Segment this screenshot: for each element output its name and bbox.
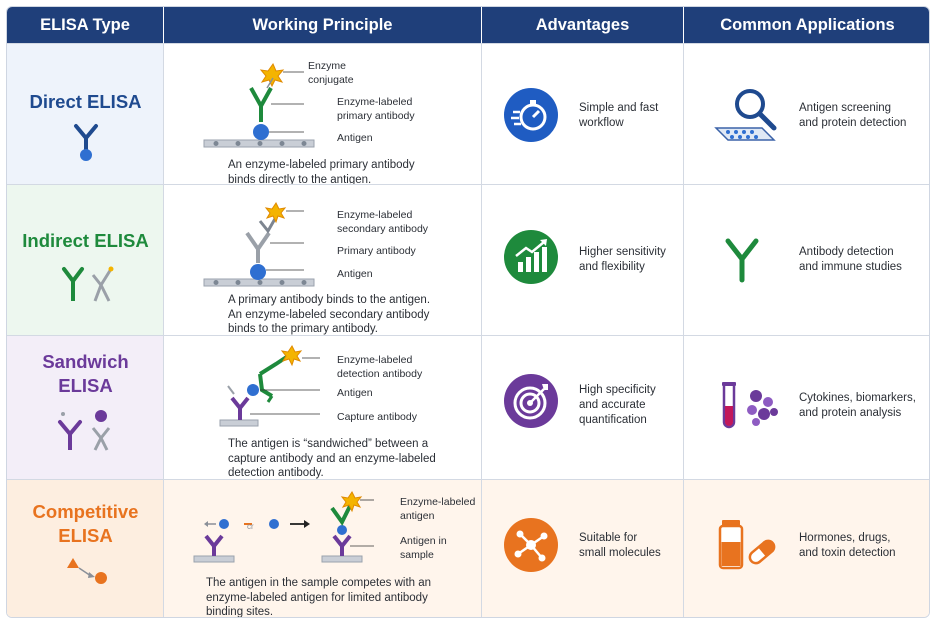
advantage-cell-direct: Simple and fast workflow bbox=[482, 44, 684, 184]
label-enzyme: Enzyme bbox=[308, 60, 346, 72]
advantage-cell-indirect: Higher sensitivity and flexibility bbox=[482, 185, 684, 335]
description-sandwich: The antigen is “sandwiched” between a ca… bbox=[228, 438, 436, 479]
competitive-elisa-diagram: cr bbox=[193, 491, 374, 563]
label-secondary-antibody: secondary antibody bbox=[337, 223, 429, 235]
indirect-elisa-diagram bbox=[203, 202, 315, 287]
label-antigen: antigen bbox=[400, 510, 435, 522]
advantage-cell-competitive: Suitable for small molecules bbox=[482, 480, 684, 617]
label-enzyme-labeled: Enzyme-labeled bbox=[337, 96, 413, 108]
type-cell-competitive: Competitive ELISA bbox=[7, 480, 164, 617]
sandwich-antibody-icon bbox=[58, 410, 111, 451]
description-competitive: The antigen in the sample competes with … bbox=[206, 577, 432, 618]
stopwatch-icon bbox=[504, 88, 558, 142]
table-header: ELISA Type Working Principle Advantages … bbox=[7, 7, 929, 43]
growth-chart-icon bbox=[504, 230, 558, 284]
label-sample: sample bbox=[400, 549, 434, 561]
advantage-text-indirect: Higher sensitivity and flexibility bbox=[579, 246, 666, 273]
advantage-cell-sandwich: High specificity and accurate quantifica… bbox=[482, 336, 684, 479]
antibody-pair-icon bbox=[62, 266, 114, 302]
type-name-direct: Direct ELISA bbox=[29, 91, 142, 112]
type-name-competitive-line1: Competitive bbox=[32, 501, 139, 522]
application-cell-direct: Antigen screening and protein detection bbox=[684, 44, 929, 184]
application-text-indirect: Antibody detection and immune studies bbox=[799, 246, 902, 273]
type-cell-sandwich: Sandwich ELISA bbox=[7, 336, 164, 479]
header-working-principle: Working Principle bbox=[164, 7, 482, 43]
type-name-competitive-line2: ELISA bbox=[58, 525, 113, 546]
principle-cell-sandwich: Enzyme-labeled detection antibody Antige… bbox=[164, 336, 482, 479]
label-primary-antibody: Primary antibody bbox=[337, 245, 416, 257]
principle-cell-indirect: Enzyme-labeled secondary antibody Primar… bbox=[164, 185, 482, 335]
table-row-sandwich: Sandwich ELISA bbox=[7, 335, 929, 479]
label-detection-antibody: detection antibody bbox=[337, 368, 423, 380]
label-antigen: Antigen bbox=[337, 268, 373, 280]
sandwich-elisa-diagram bbox=[219, 345, 320, 427]
advantage-text-competitive: Suitable for small molecules bbox=[579, 532, 661, 559]
label-antigen-in: Antigen in bbox=[400, 535, 447, 547]
antibody-icon bbox=[725, 238, 759, 283]
label-capture-antibody: Capture antibody bbox=[337, 411, 417, 423]
type-name-indirect: Indirect ELISA bbox=[22, 230, 149, 251]
advantage-text-direct: Simple and fast workflow bbox=[579, 102, 659, 129]
svg-text:cr: cr bbox=[247, 522, 254, 531]
application-cell-competitive: Hormones, drugs, and toxin detection bbox=[684, 480, 929, 617]
label-conjugate: conjugate bbox=[308, 74, 354, 86]
label-enzyme-labeled: Enzyme-labeled bbox=[337, 209, 413, 221]
label-primary-antibody: primary antibody bbox=[337, 110, 415, 122]
type-name-sandwich-line2: ELISA bbox=[58, 375, 113, 396]
header-common-applications: Common Applications bbox=[720, 15, 895, 34]
application-cell-sandwich: Cytokines, biomarkers, and protein analy… bbox=[684, 336, 929, 479]
type-cell-direct: Direct ELISA bbox=[7, 44, 164, 184]
test-tube-molecules-icon bbox=[722, 382, 778, 429]
direct-elisa-diagram bbox=[203, 62, 315, 148]
application-text-competitive: Hormones, drugs, and toxin detection bbox=[799, 532, 896, 559]
target-icon bbox=[504, 374, 558, 428]
description-direct: An enzyme-labeled primary antibody binds… bbox=[228, 159, 415, 186]
label-antigen: Antigen bbox=[337, 132, 373, 144]
table-row-direct: Direct ELISA Enzyme bbox=[7, 43, 929, 186]
type-cell-indirect: Indirect ELISA bbox=[7, 185, 164, 335]
header-advantages: Advantages bbox=[482, 7, 684, 43]
application-text-sandwich: Cytokines, biomarkers, and protein analy… bbox=[799, 392, 916, 419]
label-enzyme-labeled: Enzyme-labeled bbox=[337, 354, 413, 366]
principle-cell-direct: Enzyme conjugate Enzyme-labeled primary … bbox=[164, 44, 482, 186]
application-cell-indirect: Antibody detection and immune studies bbox=[684, 185, 929, 335]
header-elisa-type: ELISA Type bbox=[7, 7, 164, 43]
advantage-text-sandwich: High specificity and accurate quantifica… bbox=[579, 384, 656, 426]
type-name-sandwich-line1: Sandwich bbox=[42, 351, 129, 372]
label-enzyme-labeled: Enzyme-labeled bbox=[400, 496, 476, 508]
molecule-network-icon bbox=[504, 518, 558, 572]
antibody-icon bbox=[74, 124, 98, 161]
competitive-antigen-icon bbox=[67, 558, 107, 584]
vial-pill-icon bbox=[718, 520, 776, 570]
principle-cell-competitive: cr Enzyme-labeled antigen Antigen in sam… bbox=[164, 480, 482, 618]
table-row-indirect: Indirect ELISA bbox=[7, 184, 929, 335]
application-text-direct: Antigen screening and protein detection bbox=[799, 102, 907, 129]
description-indirect: A primary antibody binds to the antigen.… bbox=[228, 294, 431, 335]
magnifier-plate-icon bbox=[714, 89, 777, 141]
table-row-competitive: Competitive ELISA cr bbox=[7, 479, 929, 618]
label-antigen: Antigen bbox=[337, 387, 373, 399]
elisa-comparison-table: ELISA Type Working Principle Advantages … bbox=[6, 6, 930, 618]
